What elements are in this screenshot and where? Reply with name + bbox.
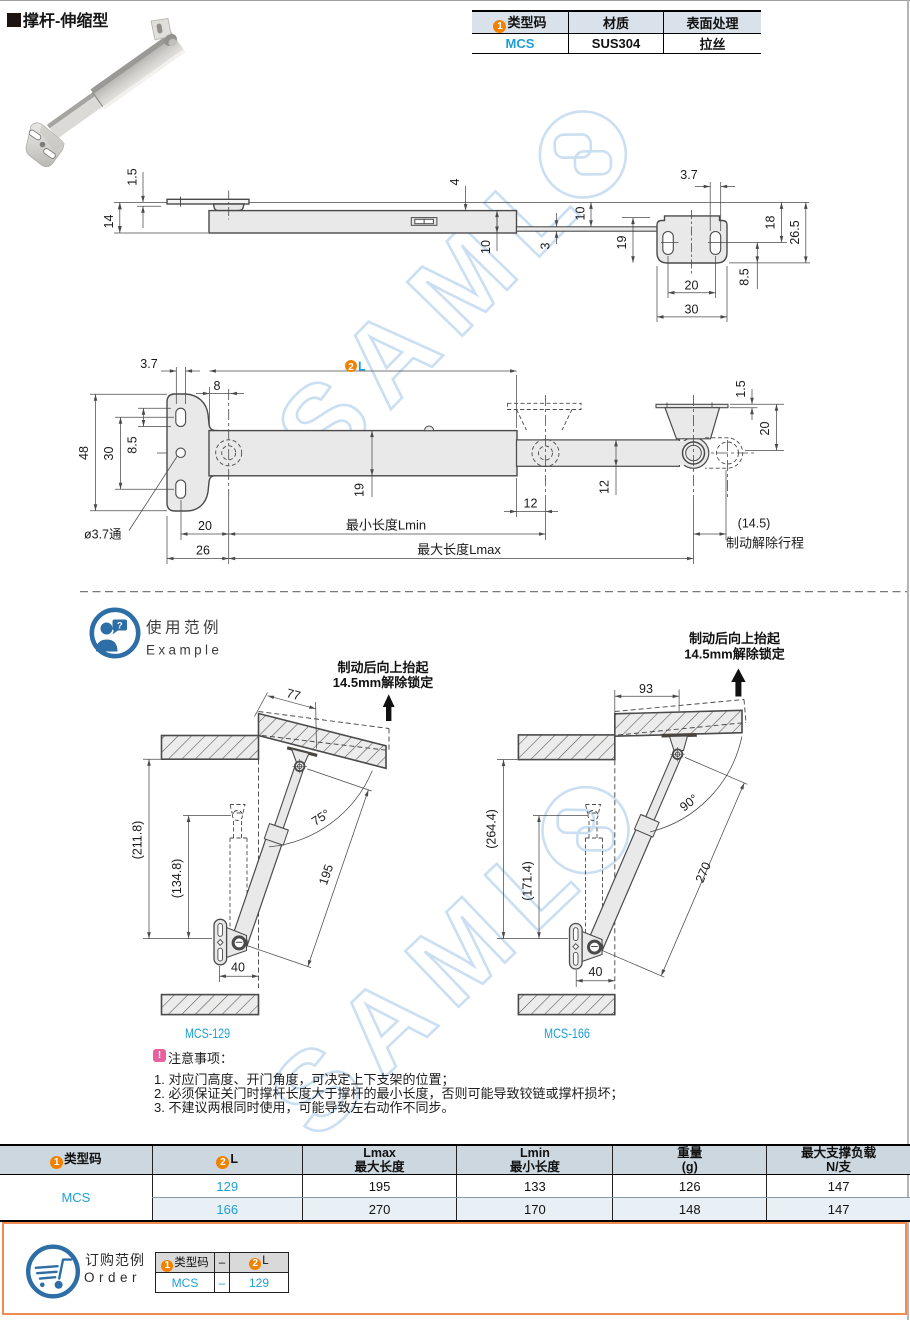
svg-text:(211.8): (211.8) [131,821,145,860]
svg-text:Example: Example [146,643,222,658]
svg-text:20: 20 [758,422,772,436]
svg-text:3.7: 3.7 [140,357,157,371]
svg-text:制动解除行程: 制动解除行程 [726,536,804,551]
svg-text:3: 3 [539,242,553,249]
svg-text:最大长度Lmax: 最大长度Lmax [417,542,501,557]
svg-text:最小长度Lmin: 最小长度Lmin [346,518,426,533]
svg-text:48: 48 [77,446,91,460]
svg-text:12: 12 [524,497,538,511]
svg-text:93: 93 [639,682,653,696]
svg-text:77: 77 [285,686,302,703]
svg-text:20: 20 [198,519,212,533]
svg-text:40: 40 [231,961,245,975]
svg-text:26: 26 [196,544,210,558]
svg-text:14: 14 [102,215,116,229]
svg-text:12: 12 [598,480,612,494]
svg-text:ø3.7通: ø3.7通 [84,528,122,542]
svg-text:270: 270 [693,860,714,885]
svg-text:8: 8 [214,379,221,393]
svg-text:14.5mm解除锁定: 14.5mm解除锁定 [684,647,784,662]
svg-text:使用范例: 使用范例 [146,619,222,637]
svg-text:19: 19 [353,483,367,497]
svg-text:(171.4): (171.4) [521,861,535,901]
svg-text:20: 20 [685,279,699,293]
svg-text:8.5: 8.5 [126,436,140,453]
svg-text:26.5: 26.5 [788,220,802,244]
svg-text:10: 10 [574,207,588,221]
svg-text:30: 30 [685,303,699,317]
svg-text:14.5mm解除锁定: 14.5mm解除锁定 [333,675,433,690]
svg-text:制动后向上抬起: 制动后向上抬起 [689,631,781,646]
svg-text:(134.8): (134.8) [170,859,184,899]
svg-text:1.5: 1.5 [734,380,748,397]
svg-text:3.7: 3.7 [680,168,697,182]
svg-text:195: 195 [316,863,336,887]
svg-text:75°: 75° [309,807,332,829]
svg-text:?: ? [117,621,123,632]
svg-text:18: 18 [764,216,778,230]
svg-text:8.5: 8.5 [738,268,752,285]
svg-text:30: 30 [102,447,116,461]
svg-text:90°: 90° [677,792,701,815]
svg-text:4: 4 [448,178,462,185]
svg-text:40: 40 [589,965,603,979]
svg-text:10: 10 [479,240,493,254]
svg-text:MCS-166: MCS-166 [544,1025,590,1041]
svg-text:(14.5): (14.5) [738,517,771,531]
svg-text:MCS-129: MCS-129 [185,1025,230,1041]
svg-text:制动后向上抬起: 制动后向上抬起 [337,660,429,675]
svg-text:19: 19 [615,236,629,250]
svg-text:L: L [358,360,366,374]
svg-text:(264.4): (264.4) [485,809,499,849]
svg-text:2: 2 [348,362,354,373]
svg-text:1.5: 1.5 [126,168,140,185]
